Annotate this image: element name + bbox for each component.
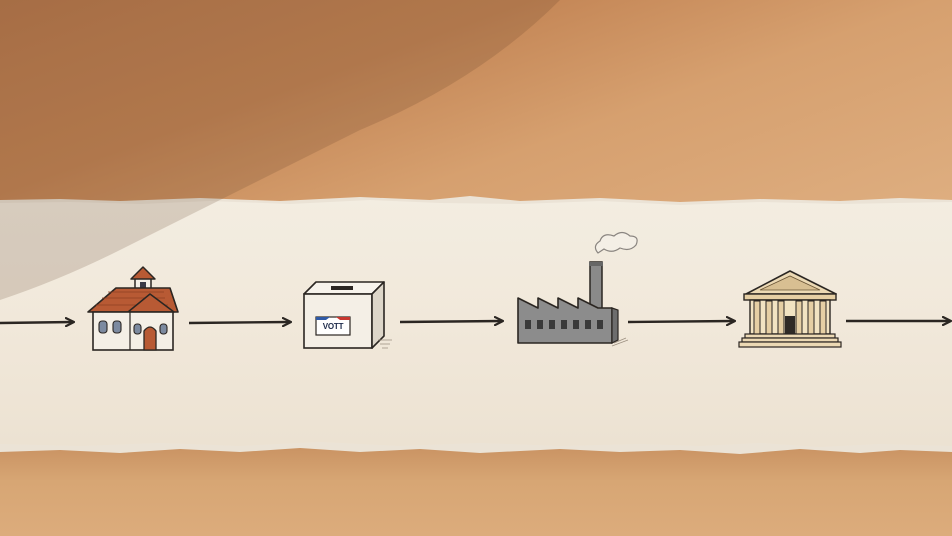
arrow-ballot-to-factory <box>399 321 502 322</box>
schoolhouse-icon <box>87 266 179 351</box>
government-building-icon <box>738 270 842 348</box>
ballot-box-label: VOTT <box>322 322 344 331</box>
arrow-schoolhouse-to-ballot <box>188 322 290 323</box>
background-top <box>0 0 952 205</box>
ballot-box-icon <box>303 281 392 349</box>
background-bottom <box>0 445 952 536</box>
arrow-factory-to-government <box>627 321 734 322</box>
arrow-into-schoolhouse <box>0 322 73 323</box>
factory-icon <box>517 231 638 347</box>
